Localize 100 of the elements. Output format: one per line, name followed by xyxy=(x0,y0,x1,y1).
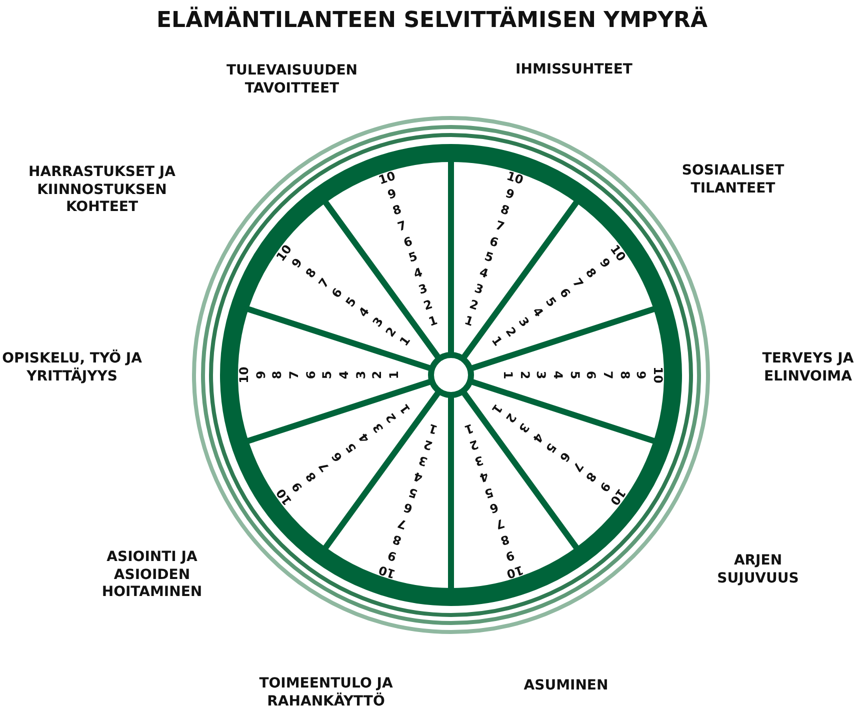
scale-number: 5 xyxy=(321,370,334,380)
scale-number: 1 xyxy=(428,314,440,328)
scale-number: 5 xyxy=(544,440,558,455)
scale-number: 7 xyxy=(494,218,506,233)
scale-number: 3 xyxy=(473,282,485,296)
scale-number: 4 xyxy=(478,470,490,484)
scale-number: 4 xyxy=(357,305,372,319)
scale-number: 1 xyxy=(388,370,400,380)
scale-number: 5 xyxy=(483,250,496,264)
category-label: TOIMEENTULO JA RAHANKÄYTTÖ xyxy=(258,676,394,710)
scale-number: 1 xyxy=(490,402,504,416)
scale-number: 6 xyxy=(402,234,414,249)
scale-number: 4 xyxy=(412,470,424,484)
scale-number: 6 xyxy=(488,501,500,516)
scale-number: 1 xyxy=(398,334,412,348)
scale-number: 6 xyxy=(557,286,572,300)
category-label: OPISKELU, TYÖ JA YRITTÄJYYS xyxy=(1,350,143,386)
scale-number: 9 xyxy=(504,186,516,201)
scale-number: 2 xyxy=(468,438,480,452)
scale-number: 8 xyxy=(618,370,631,380)
scale-number: 5 xyxy=(544,295,558,310)
scale-number: 8 xyxy=(392,533,404,548)
scale-number: 2 xyxy=(422,438,434,452)
scale-number: 1 xyxy=(490,334,504,348)
category-label: HARRASTUKSET JA KIINNOSTUKSEN KOHTEET xyxy=(28,164,176,216)
scale-number: 7 xyxy=(396,218,408,233)
scale-number: 8 xyxy=(498,533,510,548)
scale-number: 10 xyxy=(505,564,525,580)
scale-number: 2 xyxy=(503,324,518,339)
scale-number: 8 xyxy=(271,370,284,380)
scale-number: 5 xyxy=(568,370,581,380)
scale-number: 6 xyxy=(330,286,345,300)
scale-number: 4 xyxy=(357,430,372,445)
scale-number: 1 xyxy=(428,422,440,436)
scale-number: 8 xyxy=(392,202,404,217)
category-label: ASUMINEN xyxy=(522,677,610,695)
scale-number: 6 xyxy=(304,370,317,380)
scale-number: 3 xyxy=(516,314,532,329)
scale-number: 1 xyxy=(398,402,412,416)
scale-number: 10 xyxy=(505,170,525,186)
scale-number: 2 xyxy=(371,370,384,380)
scale-number: 4 xyxy=(478,266,490,280)
scale-number: 4 xyxy=(530,305,545,319)
scale-number: 3 xyxy=(473,454,485,468)
scale-number: 9 xyxy=(504,549,516,564)
scale-number: 9 xyxy=(386,549,398,564)
scale-number: 8 xyxy=(498,202,510,217)
scale-number: 10 xyxy=(238,366,250,384)
category-label: ASIOINTI JA ASIOIDEN HOITAMINEN xyxy=(100,548,204,602)
scale-number: 7 xyxy=(570,460,586,474)
scale-number: 2 xyxy=(468,298,480,312)
category-label: IHMISSUHTEET xyxy=(514,61,634,79)
scale-number: 10 xyxy=(377,564,397,580)
scale-number: 9 xyxy=(386,186,398,201)
scale-number: 1 xyxy=(462,422,474,436)
scale-number: 4 xyxy=(338,370,350,380)
scale-number: 2 xyxy=(518,370,531,380)
scale-number: 8 xyxy=(303,266,318,280)
scale-number: 4 xyxy=(412,266,424,280)
scale-number: 3 xyxy=(417,282,429,296)
scale-number: 2 xyxy=(384,411,399,426)
scale-number: 3 xyxy=(370,421,386,435)
scale-number: 6 xyxy=(402,501,414,516)
scale-number: 10 xyxy=(377,170,397,186)
scale-number: 9 xyxy=(635,370,648,380)
scale-number: 7 xyxy=(570,276,586,290)
scale-number: 8 xyxy=(584,470,599,484)
scale-number: 3 xyxy=(417,454,429,468)
scale-number: 2 xyxy=(422,298,434,312)
scale-number: 3 xyxy=(354,370,367,380)
scale-number: 5 xyxy=(344,295,358,310)
scale-number: 2 xyxy=(384,324,399,339)
scale-number: 1 xyxy=(502,370,514,380)
category-label: ARJEN SUJUVUUS xyxy=(716,552,800,588)
scale-number: 7 xyxy=(602,370,614,380)
title: ELÄMÄNTILANTEEN SELVITTÄMISEN YMPYRÄ xyxy=(156,8,708,33)
category-label: TERVEYS JA ELINVOIMA xyxy=(761,350,855,386)
scale-number: 5 xyxy=(406,486,419,500)
scale-number: 3 xyxy=(535,370,548,380)
scale-number: 5 xyxy=(483,486,496,500)
category-label: SOSIAALISET TILANTEET xyxy=(680,162,786,198)
scale-number: 3 xyxy=(516,421,532,435)
scale-number: 8 xyxy=(303,470,318,484)
scale-number: 2 xyxy=(503,411,518,426)
scale-number: 9 xyxy=(254,370,267,380)
scale-number: 8 xyxy=(584,266,599,280)
scale-number: 7 xyxy=(288,370,300,380)
scale-number: 7 xyxy=(396,517,408,532)
scale-number: 1 xyxy=(462,314,474,328)
scale-number: 4 xyxy=(552,370,564,380)
scale-number: 6 xyxy=(585,370,598,380)
scale-number: 6 xyxy=(488,234,500,249)
scale-number: 6 xyxy=(557,450,572,464)
category-label: TULEVAISUUDEN TAVOITTEET xyxy=(225,62,359,98)
scale-number: 7 xyxy=(494,517,506,532)
scale-number: 10 xyxy=(652,366,664,384)
scale-number: 4 xyxy=(530,430,545,445)
scale-number: 5 xyxy=(344,440,358,455)
scale-number: 3 xyxy=(370,314,386,329)
scale-number: 6 xyxy=(330,450,345,464)
